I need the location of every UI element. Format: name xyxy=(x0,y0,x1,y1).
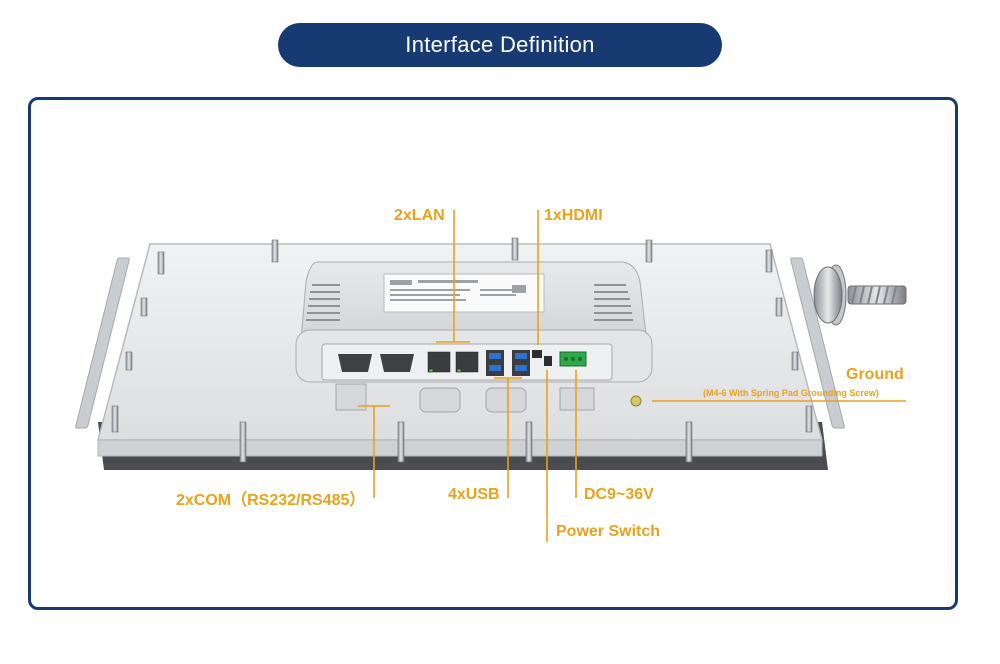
lan-port-icon xyxy=(427,351,479,373)
hdmi-port-icon xyxy=(532,350,542,358)
grounding-screw-icon xyxy=(813,264,907,326)
power-switch-callout-label: Power Switch xyxy=(556,523,661,540)
standoff-screws xyxy=(111,237,813,463)
page-title: Interface Definition xyxy=(278,23,722,67)
com-port-icon xyxy=(338,354,414,372)
dc-callout-label: DC9~36V xyxy=(584,486,654,503)
content-frame xyxy=(28,97,958,610)
callout-lines xyxy=(358,210,906,542)
ground-note-label: (M4-6 With Spring Pad Grounding Screw) xyxy=(703,388,879,398)
ground-point-icon xyxy=(630,395,642,407)
usb-port-icon xyxy=(486,350,530,376)
io-housing xyxy=(295,261,653,413)
power-switch-icon xyxy=(544,356,552,366)
lan-callout-label: 2xLAN xyxy=(394,207,445,224)
dc-terminal-icon xyxy=(559,351,587,367)
usb-callout-label: 4xUSB xyxy=(448,486,500,503)
ground-callout-label: Ground xyxy=(846,366,904,383)
com-callout-label: 2xCOM（RS232/RS485） xyxy=(176,492,366,509)
hdmi-callout-label: 1xHDMI xyxy=(544,207,603,224)
